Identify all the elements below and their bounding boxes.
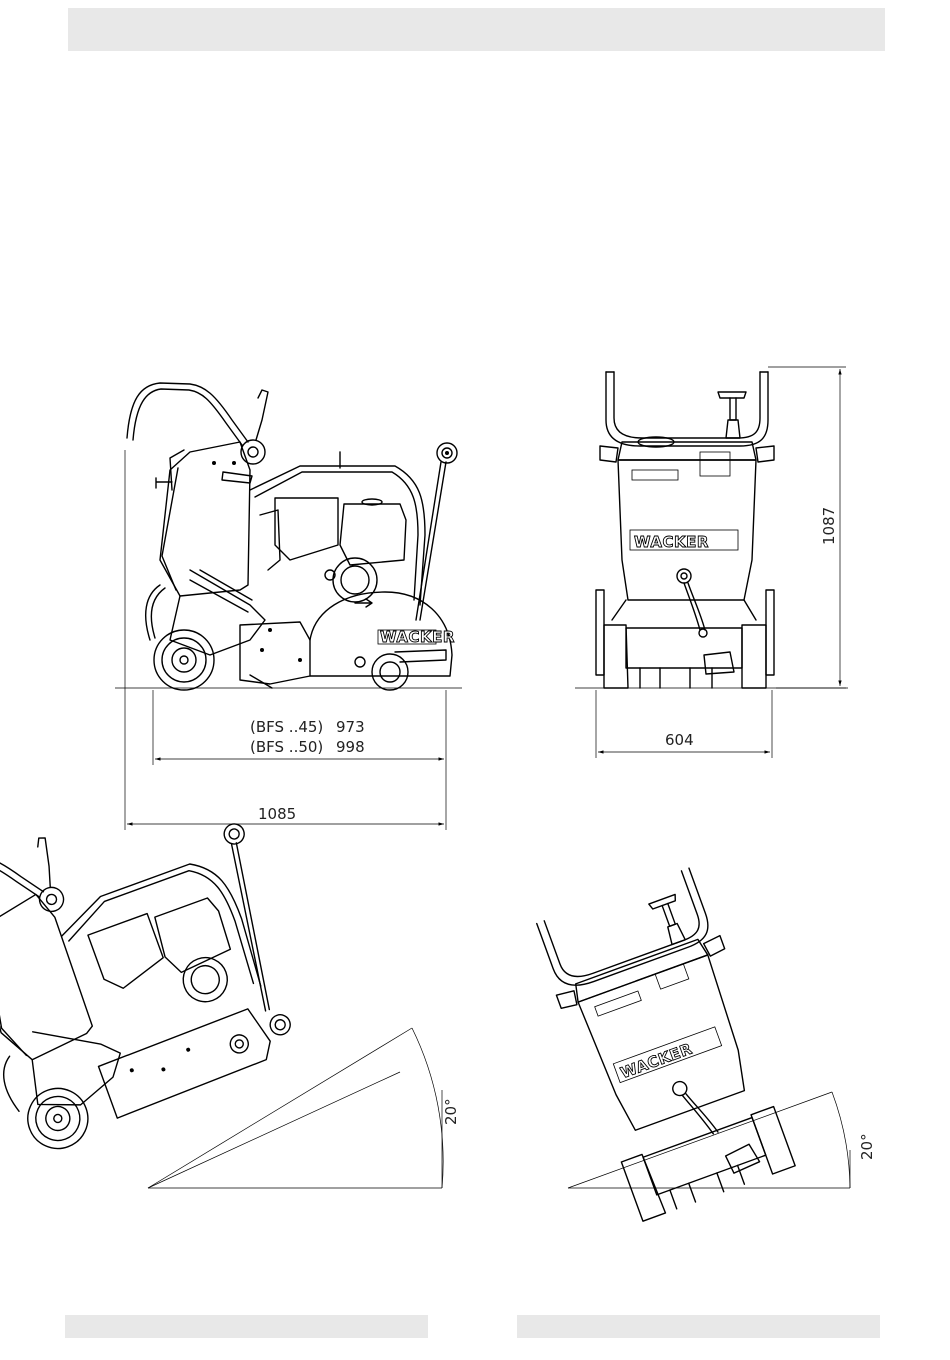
dim-bfs45-label: (BFS ..45)	[250, 718, 323, 736]
dim-height: 1087	[820, 507, 838, 545]
dim-incline-right: 20°	[858, 1133, 876, 1160]
dim-bfs50-label: (BFS ..50)	[250, 738, 323, 756]
side-view: WACKER (BFS ..45) 973 (BFS ..50) 998 108…	[115, 383, 462, 830]
dim-overall-length: 1085	[258, 805, 296, 823]
rear-view-incline-brand: WACKER	[618, 1040, 695, 1083]
dim-bfs50-value: 998	[336, 738, 365, 756]
side-view-brand: WACKER	[380, 628, 455, 646]
dim-incline-left: 20°	[442, 1098, 460, 1125]
rear-view-brand: WACKER	[634, 533, 709, 551]
dim-width: 604	[665, 731, 694, 749]
dim-bfs45-value: 973	[336, 718, 365, 736]
side-view-incline: 20°	[0, 765, 460, 1188]
rear-view-incline: 20° WACKER	[531, 866, 876, 1222]
rear-view: WACKER 1087 604	[575, 367, 848, 758]
